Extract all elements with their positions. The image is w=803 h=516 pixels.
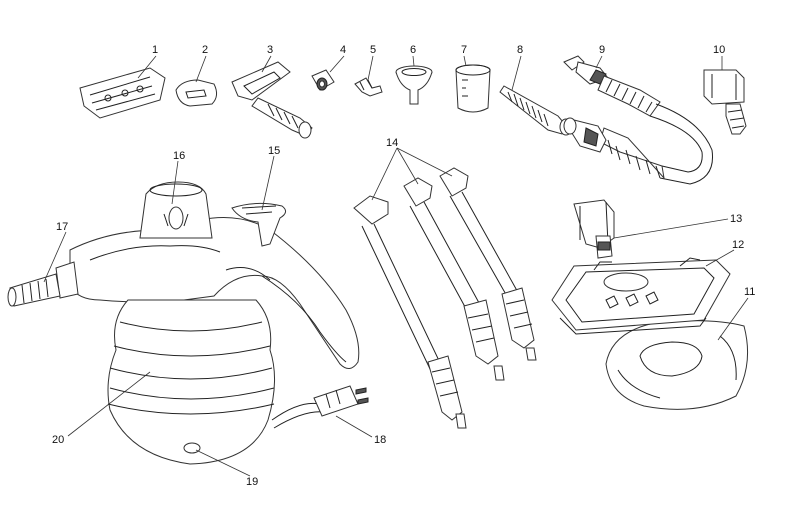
label-17: 17 — [56, 221, 68, 233]
label-11: 11 — [744, 286, 755, 298]
label-4: 4 — [340, 44, 346, 56]
part-12-floor-attachment — [551, 257, 731, 335]
label-12: 12 — [732, 239, 744, 251]
label-10: 10 — [713, 44, 725, 56]
part-7-measuring-cup — [455, 64, 491, 113]
main-steam-cleaner-body — [7, 181, 369, 465]
part-6-funnel — [395, 65, 433, 105]
label-2: 2 — [202, 44, 208, 56]
label-9: 9 — [599, 44, 605, 56]
part-5-angle-connector — [354, 77, 383, 97]
label-5: 5 — [370, 44, 376, 56]
label-6: 6 — [410, 44, 416, 56]
label-15: 15 — [268, 145, 280, 157]
part-8-extension-nozzle — [499, 85, 573, 136]
label-16: 16 — [173, 150, 185, 162]
part-14-extension-tubes — [353, 167, 537, 429]
part-labels: 1 2 3 4 5 6 7 8 9 10 11 12 13 14 15 16 1… — [52, 44, 755, 488]
label-14: 14 — [386, 137, 398, 149]
part-4-jet-nozzle — [311, 69, 335, 91]
label-3: 3 — [267, 44, 273, 56]
part-1-angled-nozzle — [79, 67, 166, 119]
part-3-window-squeegee — [231, 61, 313, 139]
label-1: 1 — [152, 44, 158, 56]
part-10-small-brush — [703, 69, 747, 135]
part-2-small-adapter — [175, 79, 218, 107]
part-11-cloth-cover — [605, 320, 749, 410]
label-20: 20 — [52, 434, 64, 446]
label-13: 13 — [730, 213, 742, 225]
label-18: 18 — [374, 434, 386, 446]
part-9-flexible-hose — [563, 55, 714, 185]
label-7: 7 — [461, 44, 467, 56]
label-19: 19 — [246, 476, 258, 488]
leader-lines — [43, 55, 749, 477]
part-13-adapter — [573, 199, 615, 259]
label-8: 8 — [517, 44, 523, 56]
